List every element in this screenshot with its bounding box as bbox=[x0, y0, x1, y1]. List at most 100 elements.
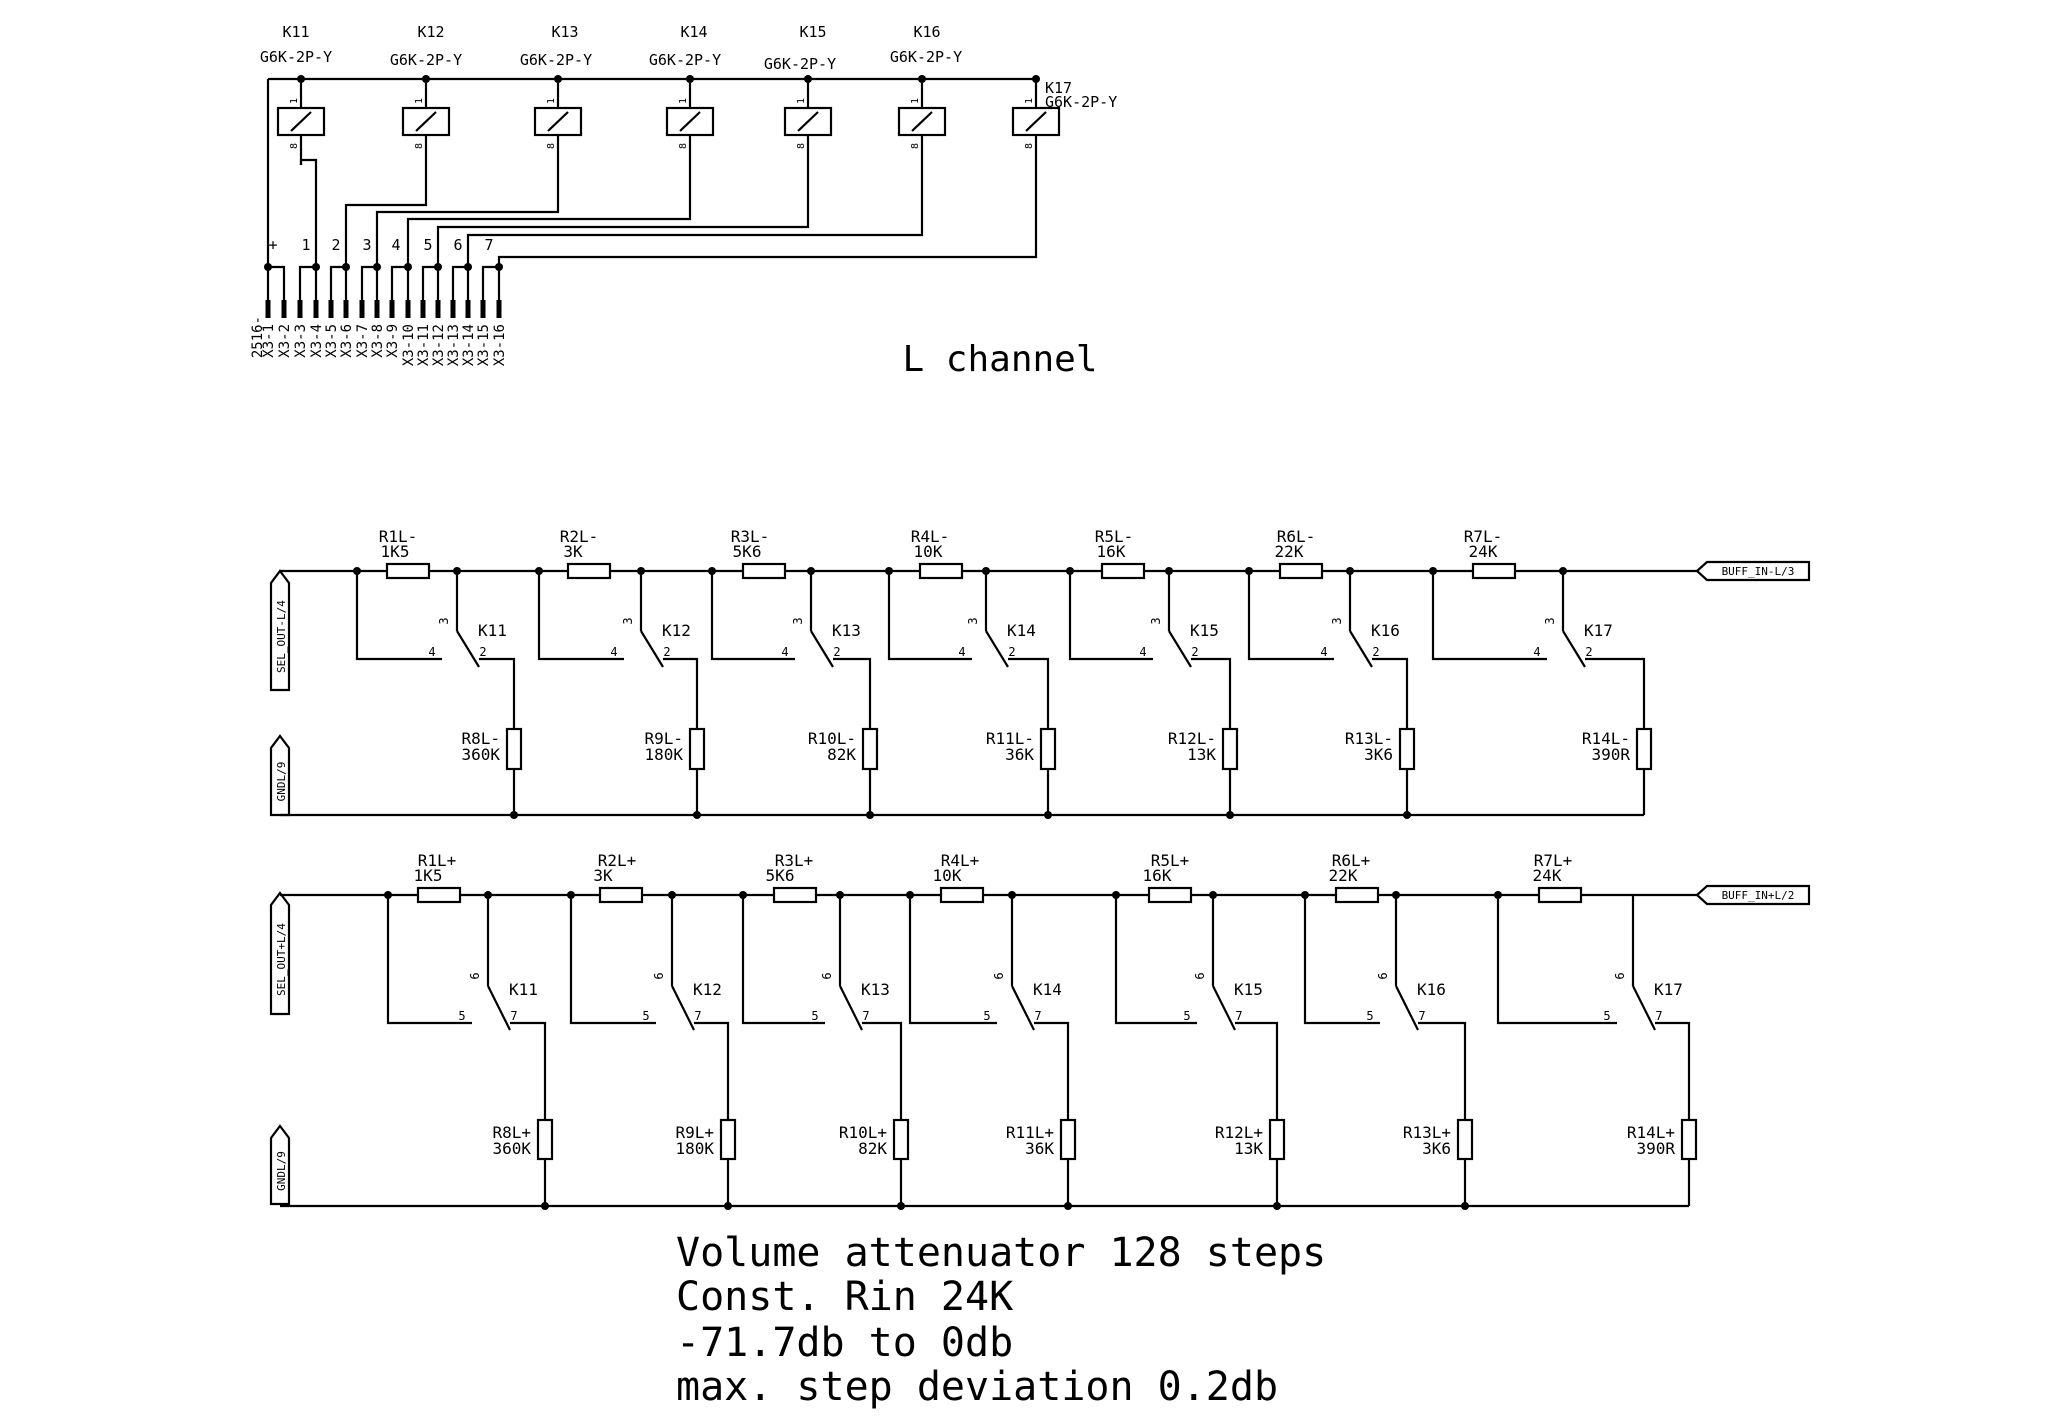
bypass-contact-wire bbox=[887, 571, 972, 661]
contact-pin-label: 5 bbox=[1603, 1009, 1610, 1023]
port-gnd: GNDL/9 bbox=[269, 734, 291, 817]
connector-pin-label: X3-11 bbox=[416, 324, 432, 366]
shunt-contact-wire bbox=[1235, 1021, 1279, 1120]
port-flag-shape bbox=[1695, 884, 1811, 906]
contact-pin-label: 2 bbox=[663, 645, 670, 659]
connector-pair-wire bbox=[298, 265, 318, 300]
relay-contact-blade bbox=[1562, 630, 1586, 668]
shunt-resistor-ref: R12L- bbox=[1168, 729, 1216, 748]
series-resistor bbox=[939, 886, 985, 904]
junction-dot bbox=[724, 1202, 732, 1210]
shunt-resistor bbox=[1268, 1118, 1286, 1161]
contact-pin-label: 5 bbox=[1183, 1009, 1190, 1023]
connector-pin bbox=[359, 300, 365, 318]
bypass-contact-wire bbox=[1496, 895, 1617, 1025]
port-label: BUFF_IN+L/2 bbox=[1722, 889, 1795, 902]
coil-pin-bottom-label: 8 bbox=[910, 143, 921, 149]
shunt-resistor-value: 82K bbox=[858, 1139, 887, 1158]
coil-pin-bottom-label: 8 bbox=[414, 143, 425, 149]
connector-pin bbox=[496, 300, 502, 318]
relay-contact-blade bbox=[1011, 985, 1035, 1031]
relay-contact-blade bbox=[671, 985, 695, 1031]
series-resistor-ref: R5L+ bbox=[1151, 851, 1190, 870]
connector-pair-wire bbox=[390, 265, 410, 300]
contact-pin-label: 3 bbox=[791, 617, 805, 624]
shunt-resistor-value: 180K bbox=[675, 1139, 714, 1158]
shunt-resistor-value: 180K bbox=[644, 745, 683, 764]
contact-pin-label: 3 bbox=[1149, 617, 1163, 624]
shunt-contact-wire bbox=[1008, 657, 1050, 729]
series-resistor-value: 24K bbox=[1533, 866, 1562, 885]
coil-pin-top-label: 1 bbox=[796, 98, 807, 104]
contact-pin-label: 6 bbox=[992, 972, 1006, 979]
series-resistor-value: 1K5 bbox=[381, 542, 410, 561]
contact-relay-ref: K13 bbox=[832, 621, 861, 640]
connector-pin bbox=[420, 300, 426, 318]
series-resistor-ref: R2L- bbox=[560, 527, 599, 546]
relay-ref-label: K11 bbox=[282, 23, 309, 41]
junction-dot bbox=[693, 811, 701, 819]
series-resistor bbox=[385, 562, 431, 580]
shunt-resistor bbox=[505, 727, 523, 771]
contact-pin-label: 2 bbox=[833, 645, 840, 659]
shunt-resistor-ref: R8L- bbox=[461, 729, 500, 748]
series-resistor-value: 22K bbox=[1275, 542, 1304, 561]
connector-pair-wire bbox=[329, 265, 348, 300]
contact-relay-ref: K16 bbox=[1371, 621, 1400, 640]
relay-ref-label: K13 bbox=[551, 23, 578, 41]
port-label: SEL_OUT-L/4 bbox=[275, 600, 288, 673]
junction-dot bbox=[1403, 811, 1411, 819]
relay-contact-blade bbox=[456, 630, 480, 668]
series-resistor-ref: R6L+ bbox=[1332, 851, 1371, 870]
contact-relay-ref: K15 bbox=[1190, 621, 1219, 640]
contact-relay-ref: K14 bbox=[1007, 621, 1036, 640]
contact-pin-label: 4 bbox=[1533, 645, 1540, 659]
contact-pin-label: 7 bbox=[694, 1009, 701, 1023]
coil-route-wire bbox=[375, 165, 560, 267]
shunt-resistor-value: 82K bbox=[827, 745, 856, 764]
connector-pin bbox=[450, 300, 456, 318]
contact-pin-label: 2 bbox=[1585, 645, 1592, 659]
relay-contact-blade bbox=[1349, 630, 1373, 668]
coil-route-wire bbox=[344, 165, 428, 267]
shunt-contact-wire bbox=[1418, 1021, 1467, 1120]
bypass-contact-wire bbox=[1431, 571, 1547, 661]
connector-pair-wire bbox=[481, 265, 501, 300]
series-resistor-ref: R6L- bbox=[1277, 527, 1316, 546]
series-resistor bbox=[1334, 886, 1380, 904]
relay-ref-label: K15 bbox=[799, 23, 826, 41]
junction-dot bbox=[1226, 811, 1234, 819]
connector-pair-wire bbox=[451, 265, 470, 300]
series-resistor-value: 5K6 bbox=[766, 866, 795, 885]
shunt-resistor-ref: R8L+ bbox=[492, 1123, 531, 1142]
relay-contact-blade bbox=[839, 985, 863, 1031]
relay-part-label: G6K-2P-Y bbox=[260, 48, 332, 66]
coil-slash bbox=[797, 111, 819, 132]
series-resistor bbox=[598, 886, 644, 904]
coil-route-wire bbox=[466, 165, 924, 267]
connector-pin-label: X3-9 bbox=[385, 324, 401, 358]
shunt-resistor bbox=[1398, 727, 1416, 771]
bypass-contact-wire bbox=[741, 895, 825, 1025]
contact-pin-label: 4 bbox=[1320, 645, 1327, 659]
shunt-resistor bbox=[1221, 727, 1239, 771]
coil-pin-bottom-label: 8 bbox=[678, 143, 689, 149]
note-line: -71.7db to 0db bbox=[676, 1320, 1013, 1366]
contact-pin-label: 6 bbox=[1376, 972, 1390, 979]
port-sel-out: SEL_OUT+L/4 bbox=[269, 891, 291, 1016]
relay-contact-blade bbox=[1168, 630, 1192, 668]
shunt-resistor-ref: R11L- bbox=[986, 729, 1034, 748]
note-line: Volume attenuator 128 steps bbox=[676, 1230, 1326, 1276]
port-flag-shape bbox=[269, 1124, 291, 1206]
port-flag-shape bbox=[1695, 560, 1811, 582]
coil-route-wire bbox=[299, 158, 318, 267]
shunt-resistor-ref: R10L- bbox=[808, 729, 856, 748]
series-resistor bbox=[416, 886, 462, 904]
coil-slash bbox=[415, 111, 437, 132]
